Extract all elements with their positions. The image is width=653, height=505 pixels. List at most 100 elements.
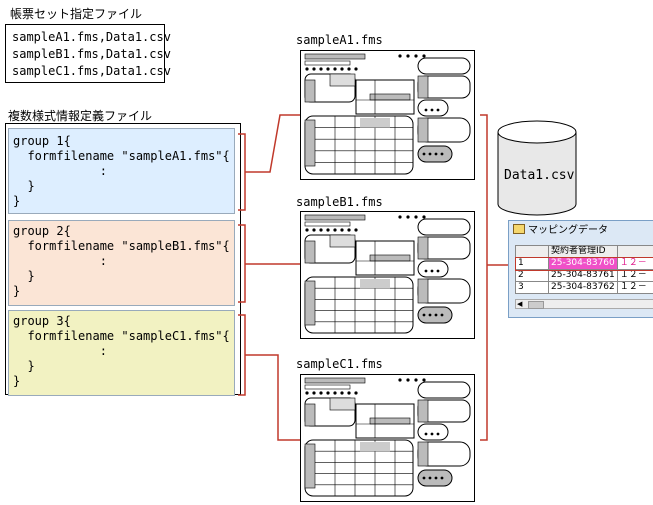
header-bar — [304, 221, 351, 227]
right-pill — [417, 218, 471, 236]
data-csv-cylinder-icon — [497, 120, 577, 216]
shade — [417, 278, 429, 304]
row-index: 2 — [515, 269, 549, 282]
dot — [440, 476, 444, 480]
dot — [434, 476, 438, 480]
dot — [319, 391, 323, 395]
table-row[interactable]: 2 25-304-83761 １２－ — [515, 269, 653, 282]
dot — [414, 54, 418, 58]
row-extra[interactable]: １２－ — [616, 269, 653, 282]
dot — [347, 67, 351, 71]
dot — [305, 67, 309, 71]
group-2-text: group 2{ formfilename "sampleB1.fms"{ : … — [13, 224, 230, 298]
dot — [428, 313, 432, 317]
dot — [312, 228, 316, 232]
shade — [417, 236, 429, 260]
main-table — [304, 115, 414, 175]
scroll-thumb[interactable] — [528, 301, 544, 309]
bracket-group-3 — [238, 314, 246, 396]
shade — [304, 119, 316, 167]
header-cell-index — [515, 245, 549, 258]
dot — [354, 228, 358, 232]
group-1-block: group 1{ formfilename "sampleA1.fms"{ : … — [8, 128, 235, 214]
dot — [354, 391, 358, 395]
row-id[interactable]: 25-304-83760 — [548, 257, 618, 270]
dot — [347, 228, 351, 232]
scroll-left-icon[interactable]: ◀ — [517, 300, 523, 308]
row-extra[interactable]: １２－ — [616, 281, 653, 294]
table-row[interactable]: 3 25-304-83762 １２－ — [515, 281, 653, 294]
main-table — [304, 276, 414, 334]
dot — [430, 108, 434, 112]
dot — [319, 67, 323, 71]
dot — [424, 269, 428, 273]
header-cell-id[interactable]: 契約者管理ID — [548, 245, 618, 258]
row-id[interactable]: 25-304-83761 — [548, 269, 618, 282]
dot — [428, 476, 432, 480]
link-group-1 — [245, 114, 300, 173]
header-bar — [304, 53, 366, 60]
dot — [434, 152, 438, 156]
dot — [422, 476, 426, 480]
dot — [398, 215, 402, 219]
shade — [417, 399, 429, 423]
dot — [333, 228, 337, 232]
form-c-thumbnail — [300, 374, 475, 502]
shade — [360, 442, 390, 452]
def-file-label: 複数様式情報定義ファイル — [8, 109, 153, 123]
set-file-box: sampleA1.fms,Data1.csv sampleB1.fms,Data… — [5, 24, 171, 83]
dot — [414, 215, 418, 219]
shade — [329, 234, 356, 248]
bracket-group-2 — [238, 224, 246, 303]
form-c-label: sampleC1.fms — [296, 357, 383, 371]
dot — [406, 378, 410, 382]
form-a-label: sampleA1.fms — [296, 33, 383, 47]
shade — [369, 254, 411, 262]
dot — [333, 67, 337, 71]
dot — [406, 54, 410, 58]
dot — [430, 269, 434, 273]
right-pill — [417, 57, 471, 75]
shade — [369, 93, 411, 101]
shade — [360, 279, 390, 289]
header-cell-extra — [616, 245, 653, 258]
horizontal-scrollbar[interactable]: ◀ — [515, 299, 653, 309]
row-extra[interactable]: １２－ — [616, 257, 653, 270]
group-1-text: group 1{ formfilename "sampleA1.fms"{ : … — [13, 134, 230, 208]
header-bar — [304, 214, 366, 221]
shade — [417, 117, 429, 143]
set-file-line-3: sampleC1.fms,Data1.csv — [12, 64, 171, 78]
set-file-line-2: sampleB1.fms,Data1.csv — [12, 47, 171, 61]
dot — [424, 432, 428, 436]
dot — [436, 432, 440, 436]
header-bar — [304, 384, 351, 390]
shade — [369, 417, 411, 425]
row-id[interactable]: 25-304-83762 — [548, 281, 618, 294]
right-pill — [417, 260, 449, 278]
shade — [304, 403, 316, 427]
set-file-line-1: sampleA1.fms,Data1.csv — [12, 30, 171, 44]
shade — [417, 75, 429, 99]
bracket-group-1 — [238, 133, 246, 211]
mapping-table[interactable]: 契約者管理ID 1 25-304-83760 １２－ 2 25-304-8376… — [514, 245, 653, 294]
group-3-block: group 3{ formfilename "sampleC1.fms"{ : … — [8, 310, 235, 396]
table-row[interactable]: 1 25-304-83760 １２－ — [514, 256, 653, 271]
dot — [414, 378, 418, 382]
shade — [329, 73, 356, 87]
mapping-window: マッピングデータ 契約者管理ID 1 25-304-83760 １２－ 2 25… — [508, 220, 653, 318]
shade — [329, 397, 356, 411]
dot — [428, 152, 432, 156]
dot — [340, 67, 344, 71]
dot — [422, 215, 426, 219]
dot — [326, 228, 330, 232]
dot — [326, 391, 330, 395]
mapping-title-text: マッピングデータ — [528, 225, 608, 236]
right-pill — [417, 381, 471, 399]
right-pill — [417, 423, 449, 441]
dot — [430, 432, 434, 436]
main-table — [304, 439, 414, 497]
dot — [440, 313, 444, 317]
dot — [436, 269, 440, 273]
dot — [347, 391, 351, 395]
header-bar — [304, 377, 366, 384]
